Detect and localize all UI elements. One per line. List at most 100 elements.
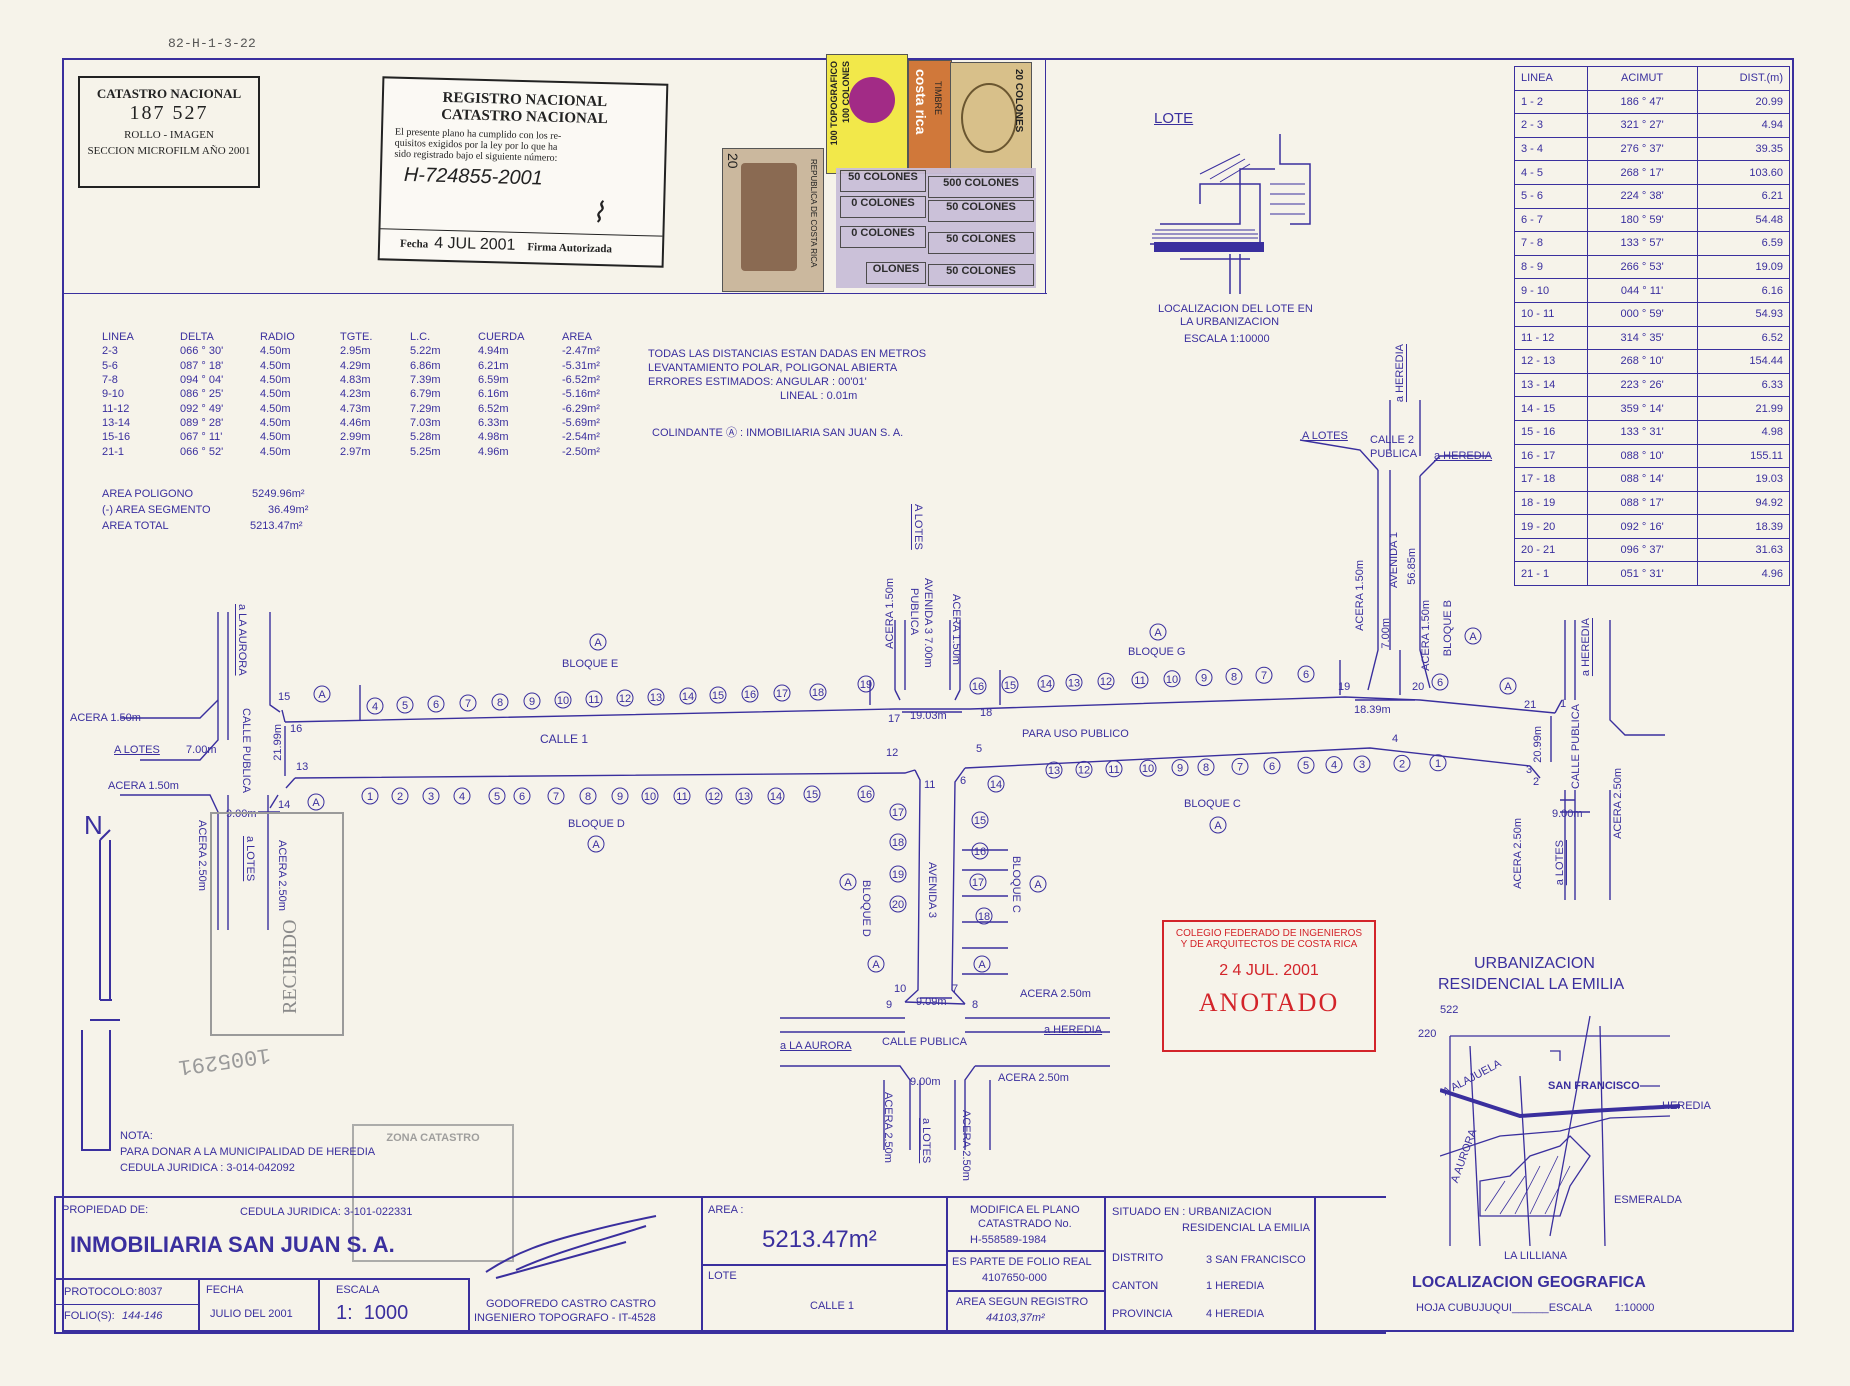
curve-header-delta: DELTA <box>180 331 214 344</box>
azimuth-acimut: 266 ° 53' <box>1586 254 1698 280</box>
azimuth-linea: 3 - 4 <box>1514 136 1588 162</box>
lot-number: 15 <box>712 690 724 702</box>
tb-cedula: CEDULA JURIDICA: 3-101-022331 <box>240 1206 413 1218</box>
vertex-number: 6 <box>960 775 966 787</box>
lot-number: 16 <box>860 789 872 801</box>
a-heredia-bottom: a HEREDIA <box>1044 1024 1103 1036</box>
vertex-number: 4 <box>1392 733 1398 745</box>
bloque-d-side-label: BLOQUE D <box>860 880 872 937</box>
lot-number: 9 <box>1201 673 1207 685</box>
lot-number: 10 <box>1142 763 1154 775</box>
azimuth-acimut: 359 ° 14' <box>1586 396 1698 421</box>
curve-cell: 2.95m <box>340 345 371 358</box>
azimuth-header-row: LINEA ACIMUT DIST.(m) <box>1514 66 1791 91</box>
avenida-3-south <box>904 1001 966 1005</box>
curve-cell: 7.39m <box>410 374 441 387</box>
lot-number: 11 <box>588 694 599 706</box>
colindante-a-circle-label: A <box>1214 820 1222 832</box>
avenida-3-label: AVENIDA 3 <box>926 862 938 919</box>
colindante-a-circle <box>1499 677 1517 695</box>
catastro-section: SECCION MICROFILM AÑO 2001 <box>87 145 251 157</box>
lot-number: 13 <box>738 791 750 803</box>
para-uso-publico-label: PARA USO PUBLICO <box>1022 728 1129 740</box>
tb-folios: 144-146 <box>122 1310 163 1322</box>
curve-cell: 4.98m <box>478 431 509 444</box>
azimuth-dist: 6.52 <box>1696 325 1791 351</box>
tax-stamp-20-image <box>741 163 797 271</box>
acera-250-right-2: ACERA 2.50m <box>1512 818 1524 889</box>
colindante-a-circle-label: A <box>1034 879 1042 891</box>
lot-number-circle <box>453 787 471 805</box>
vertex-number: 11 <box>924 779 935 791</box>
recibido-stamp: RECIBIDO <box>210 812 344 1036</box>
azimuth-acimut: 186 ° 47' <box>1586 89 1698 115</box>
curve-cell: 21-1 <box>102 445 125 458</box>
tb-situado: SITUADO EN : URBANIZACION <box>1112 1206 1272 1218</box>
a-heredia-calle2: a HEREDIA <box>1434 450 1493 462</box>
anotado-line2: Y DE ARQUITECTOS DE COSTA RICA <box>1180 939 1358 950</box>
tb-div-2 <box>946 1198 948 1332</box>
acera-150-left-bottom: ACERA 1.50m <box>108 780 179 792</box>
colindante-a-circle <box>839 873 857 891</box>
a-lotes-top: A LOTES <box>912 504 924 550</box>
curve-cell: 4.50m <box>260 416 291 429</box>
vertex-number: 13 <box>296 761 308 773</box>
lot-number-circle <box>803 785 821 803</box>
lot-number-circle <box>1263 757 1281 775</box>
lot-number-circle <box>1297 756 1315 774</box>
lot-number-circle <box>488 787 506 805</box>
catastro-number: 187 527 <box>129 102 209 124</box>
urbanizacion-title-2: RESIDENCIAL LA EMILIA <box>1438 976 1625 993</box>
acera-150-av3-west: ACERA 1.50m <box>884 578 896 649</box>
azimuth-dist: 39.35 <box>1696 136 1791 162</box>
lot-number: 20 <box>892 899 904 911</box>
lot-number-circle <box>767 787 785 805</box>
tb-div-3 <box>1104 1198 1106 1332</box>
tb-hline-mod1 <box>946 1250 1104 1252</box>
lot-number: 6 <box>1303 669 1309 681</box>
lot-number-circle <box>1231 757 1249 775</box>
azimuth-acimut: 223 ° 26' <box>1586 372 1698 398</box>
calle-1-label: CALLE 1 <box>540 732 589 746</box>
lot-number: 8 <box>497 697 503 709</box>
width-5685: 56.85m <box>1406 548 1418 585</box>
location-title: LOCALIZACION GEOGRAFICA <box>1412 1274 1646 1291</box>
curve-cell: 4.50m <box>260 431 291 444</box>
tb-hline-left <box>56 1278 468 1280</box>
vertex-number: 16 <box>290 723 302 735</box>
curve-cell: -5.16m² <box>562 388 600 401</box>
azimuth-dist: 19.03 <box>1696 467 1791 492</box>
lot-number: 9 <box>617 791 623 803</box>
tb-provincia: 4 HEREDIA <box>1206 1308 1265 1320</box>
lot-number-circle <box>361 787 379 805</box>
tb-div-5 <box>468 1278 470 1332</box>
location-escala-label: ESCALA <box>1548 1302 1592 1314</box>
colindante-a-circle <box>587 835 605 853</box>
colindante-a-circle-label: A <box>1504 681 1512 693</box>
acera-250-left-1: ACERA 2.50m <box>196 820 208 891</box>
bloque-b-label: BLOQUE B <box>1442 600 1454 657</box>
tb-fecha: JULIO DEL 2001 <box>210 1308 293 1320</box>
vertex-number: 10 <box>894 983 906 995</box>
lot-number: 18 <box>812 687 824 699</box>
bloque-c-label: BLOQUE C <box>1184 798 1241 810</box>
lot-number-circle <box>1065 673 1083 691</box>
colindante-a-circle <box>867 955 885 973</box>
curve-cell: -2.54m² <box>562 431 600 444</box>
recibido-text: RECIBIDO <box>279 919 301 1014</box>
azimuth-dist: 4.94 <box>1696 113 1791 138</box>
azimuth-dist: 155.11 <box>1696 443 1791 469</box>
catastro-box: CATASTRO NACIONAL 187 527 ROLLO - IMAGEN… <box>78 76 260 188</box>
curve-header-radio: RADIO <box>260 331 295 344</box>
lot-number-circle <box>987 775 1005 793</box>
colindante-a-circle <box>1464 627 1482 645</box>
bloque-e-label: BLOQUE E <box>562 658 619 670</box>
colindante-a-circle <box>1149 623 1167 641</box>
lot-number: 11 <box>1134 675 1145 687</box>
lot-number-circle <box>611 787 629 805</box>
azimuth-acimut: 088 ° 14' <box>1586 467 1698 492</box>
